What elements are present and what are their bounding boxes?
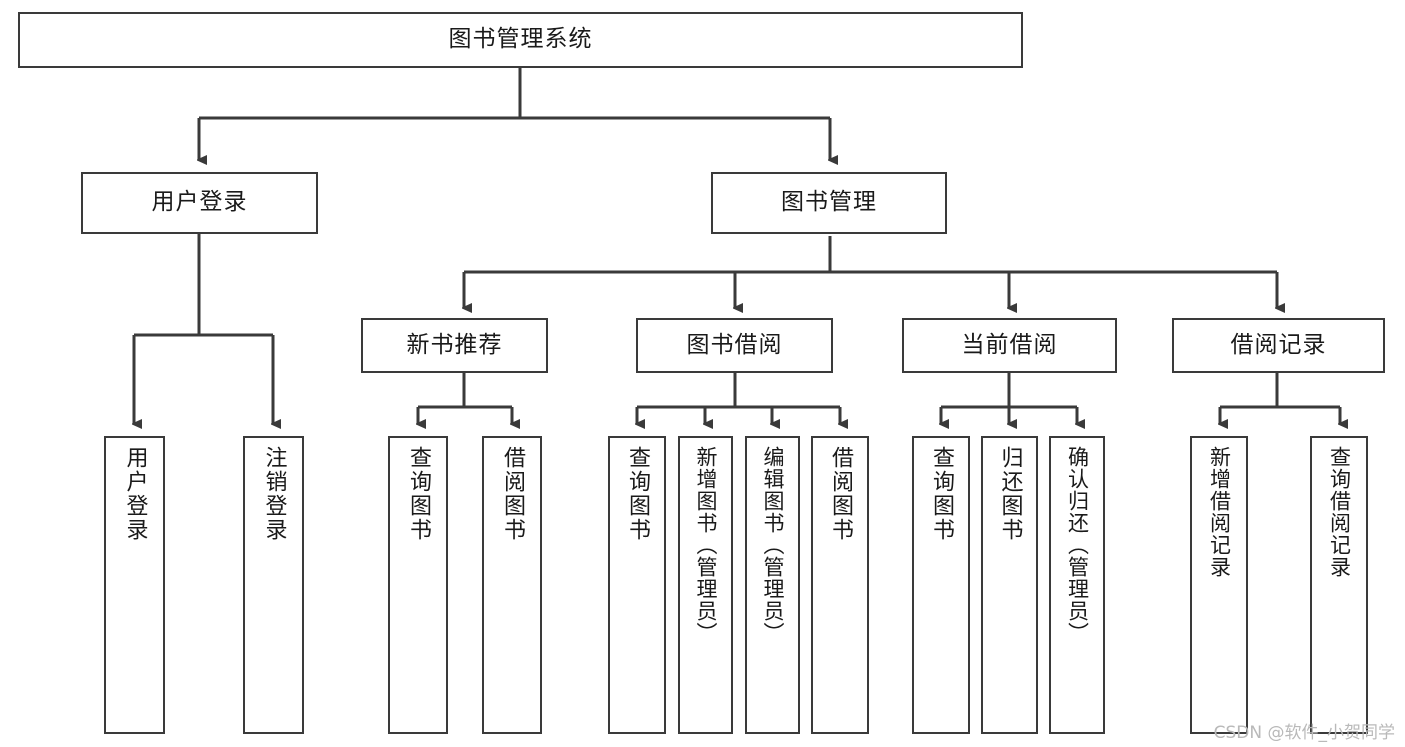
leaf-edit-book[interactable]: 编辑图书（管理员）: [745, 436, 800, 734]
node-new-book-recommend-label: 新书推荐: [406, 331, 503, 358]
leaf-add-book[interactable]: 新增图书（管理员）: [678, 436, 733, 734]
leaf-confirm-return[interactable]: 确认归还（管理员）: [1049, 436, 1105, 734]
node-borrow-record[interactable]: 借阅记录: [1172, 318, 1385, 373]
leaf-logout-login[interactable]: 注销登录: [243, 436, 304, 734]
node-book-borrow-label: 图书借阅: [686, 331, 783, 358]
node-root-label: 图书管理系统: [448, 26, 593, 53]
node-borrow-record-label: 借阅记录: [1230, 331, 1327, 358]
leaf-query-record[interactable]: 查询借阅记录: [1310, 436, 1368, 734]
leaf-borrow-book-1-label: 借阅图书: [500, 446, 525, 542]
leaf-add-record[interactable]: 新增借阅记录: [1190, 436, 1248, 734]
leaf-query-book-2-label: 查询图书: [625, 446, 650, 542]
leaf-query-book-3-label: 查询图书: [929, 446, 954, 542]
leaf-user-login-label: 用户登录: [122, 446, 148, 542]
leaf-query-book-2[interactable]: 查询图书: [608, 436, 666, 734]
leaf-add-book-label: 新增图书（管理员）: [694, 446, 718, 644]
leaf-user-login[interactable]: 用户登录: [104, 436, 165, 734]
leaf-confirm-return-label: 确认归还（管理员）: [1065, 446, 1090, 644]
leaf-query-book-3[interactable]: 查询图书: [912, 436, 970, 734]
leaf-return-book-label: 归还图书: [997, 446, 1023, 542]
leaf-edit-book-label: 编辑图书（管理员）: [761, 446, 785, 644]
leaf-query-book-1-label: 查询图书: [406, 446, 431, 542]
csdn-watermark: CSDN @软件_小贺同学: [1213, 723, 1395, 743]
node-current-borrow-label: 当前借阅: [961, 331, 1058, 358]
leaf-borrow-book-2[interactable]: 借阅图书: [811, 436, 869, 734]
node-root[interactable]: 图书管理系统: [18, 12, 1023, 68]
leaf-query-book-1[interactable]: 查询图书: [388, 436, 448, 734]
node-book-borrow[interactable]: 图书借阅: [636, 318, 833, 373]
node-user-login-label: 用户登录: [151, 189, 248, 216]
leaf-query-record-label: 查询借阅记录: [1327, 446, 1352, 578]
leaf-borrow-book-2-label: 借阅图书: [828, 446, 853, 542]
node-book-management[interactable]: 图书管理: [711, 172, 947, 234]
node-user-login[interactable]: 用户登录: [81, 172, 318, 234]
node-current-borrow[interactable]: 当前借阅: [902, 318, 1117, 373]
leaf-return-book[interactable]: 归还图书: [981, 436, 1038, 734]
node-new-book-recommend[interactable]: 新书推荐: [361, 318, 548, 373]
leaf-logout-login-label: 注销登录: [261, 446, 287, 542]
node-book-management-label: 图书管理: [781, 189, 877, 216]
leaf-add-record-label: 新增借阅记录: [1207, 446, 1232, 578]
leaf-borrow-book-1[interactable]: 借阅图书: [482, 436, 542, 734]
